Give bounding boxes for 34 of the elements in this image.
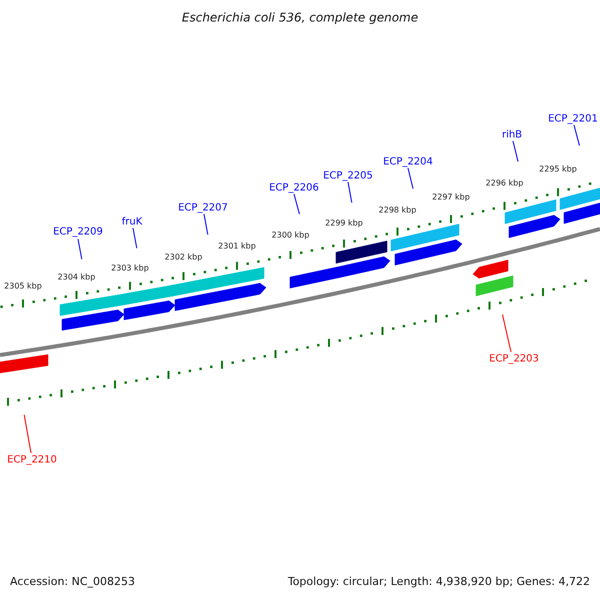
leader-line [348,182,352,204]
leader-line [574,124,580,146]
scale-label: 2300 kbp [272,232,310,240]
scale-label: 2304 kbp [58,274,96,283]
accession-text: Accession: NC_008253 [10,576,136,588]
gene-label: ECP_2209 [53,226,103,238]
scale-label: 2302 kbp [164,254,202,263]
gene-label: fruK [122,216,142,228]
gene-label: ECP_2205 [323,170,373,182]
scale-label: 2297 kbp [432,194,470,203]
leader-line [502,314,512,352]
gene-label: rihB [502,130,522,140]
gene-label: ECP_2206 [269,182,319,194]
leader-line [294,194,300,215]
scale-label: 2299 kbp [325,220,363,228]
scale-label: 2303 kbp [111,264,149,273]
gene-label: ECP_2203 [489,354,539,364]
genome-summary-text: Topology: circular; Length: 4,938,920 bp; Genes: 4,722 [288,576,590,588]
scale-label: 2295 kbp [539,166,577,175]
gene-label: ECP_2210 [7,454,57,466]
leader-line [408,168,414,190]
gene-label: ECP_2201 [548,114,598,124]
leader-line [204,214,208,236]
leader-line [78,238,82,260]
scale-label: 2301 kbp [218,243,256,252]
scale-label: 2296 kbp [486,180,524,189]
scale-label: 2305 kbp [4,283,42,292]
leader-line [24,414,32,454]
leader-line [132,228,138,249]
gene-label: ECP_2207 [178,202,228,214]
title: Escherichia coli 536, complete genome [182,11,418,25]
scale-label: 2298 kbp [378,206,416,216]
leader-line [512,140,519,162]
gene-label: ECP_2204 [383,156,433,168]
